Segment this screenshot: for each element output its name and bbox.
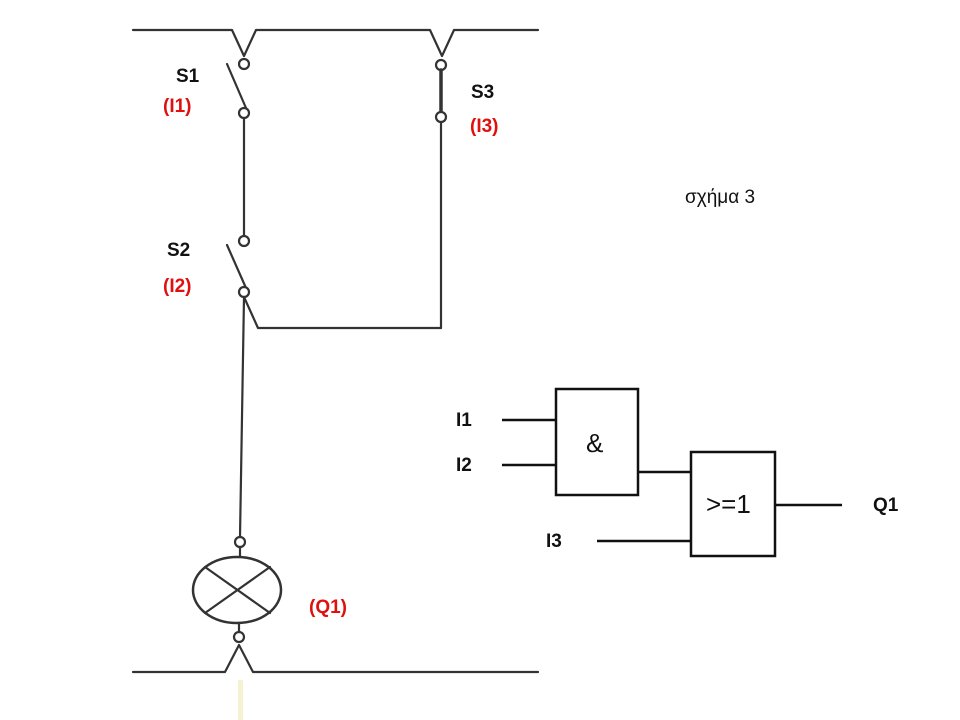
s2-switch-blade (225, 243, 248, 290)
s2-input-label: (I2) (163, 276, 192, 297)
figure-caption: σχήμα 3 (685, 187, 756, 208)
top-rail (131, 28, 540, 58)
wire-to-lamp (238, 295, 246, 539)
s2-label: S2 (167, 240, 191, 261)
lamp-top-terminal (233, 535, 247, 549)
s3-label: S3 (471, 82, 495, 103)
s1-top-terminal (237, 57, 251, 71)
logic-input-i3: I3 (546, 531, 562, 552)
lamp-bottom-terminal (232, 630, 246, 644)
s1-bottom-terminal (237, 106, 251, 120)
bottom-rail (131, 643, 540, 674)
and-gate-symbol: & (586, 428, 604, 458)
lamp-cross-2 (203, 565, 272, 615)
or-gate-symbol: >=1 (706, 489, 751, 519)
s2-top-terminal (237, 234, 251, 248)
wire-junction (242, 295, 443, 330)
lamp-output-label: (Q1) (309, 597, 347, 618)
logic-output-q1: Q1 (873, 495, 899, 516)
scan-artifact (238, 680, 243, 720)
s2-bottom-terminal (237, 285, 251, 299)
s1-switch-blade (225, 62, 248, 110)
s1-input-label: (I1) (163, 96, 192, 117)
s3-input-label: (I3) (470, 116, 499, 137)
s1-label: S1 (176, 66, 200, 87)
and-gate (554, 387, 640, 497)
logic-input-i1: I1 (456, 410, 472, 431)
s3-bottom-terminal (434, 110, 448, 124)
logic-input-i2: I2 (456, 455, 472, 476)
